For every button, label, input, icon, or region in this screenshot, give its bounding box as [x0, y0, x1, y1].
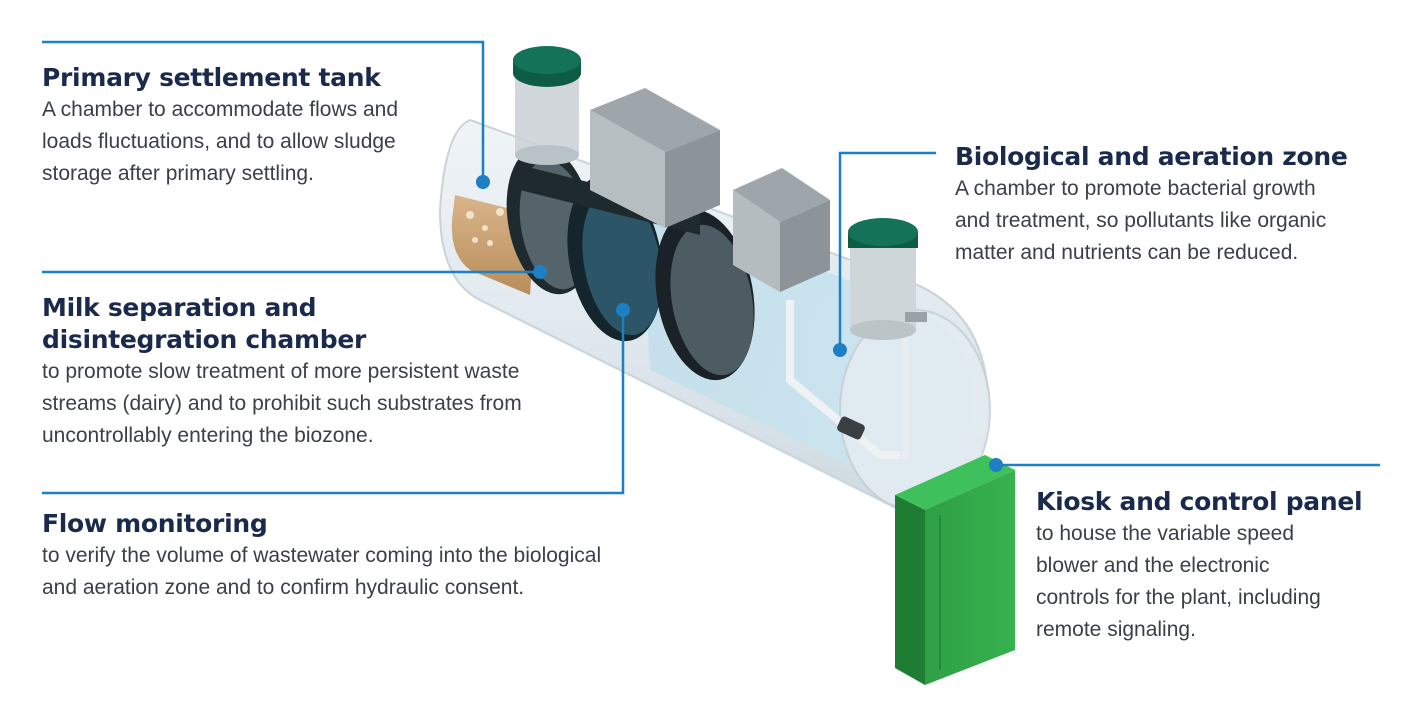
desc-milk-3: uncontrollably entering the biozone.	[42, 424, 374, 447]
desc-kiosk-2: blower and the electronic	[1036, 554, 1270, 577]
desc-kiosk-1: to house the variable speed	[1036, 522, 1295, 545]
title-flow: Flow monitoring	[42, 509, 268, 538]
dot-primary	[476, 175, 490, 189]
baffle-3-inner	[670, 224, 754, 376]
blower-box	[733, 168, 830, 292]
desc-bio-3: matter and nutrients can be reduced.	[955, 241, 1299, 264]
desc-kiosk-3: controls for the plant, including	[1036, 586, 1321, 609]
label-flow-monitoring: Flow monitoring to verify the volume of …	[42, 508, 601, 604]
desc-flow-1: to verify the volume of wastewater comin…	[42, 544, 602, 567]
desc-flow-2: and aeration zone and to confirm hydraul…	[42, 576, 525, 599]
desc-bio-1: A chamber to promote bacterial growth	[955, 177, 1316, 200]
label-milk-separation: Milk separation and disintegration chamb…	[42, 292, 522, 452]
tank	[438, 118, 991, 512]
title-primary: Primary settlement tank	[42, 63, 381, 92]
title-bio: Biological and aeration zone	[955, 142, 1348, 171]
leader-lines	[42, 40, 1380, 495]
aeration-riser	[848, 218, 927, 340]
label-kiosk-control-panel: Kiosk and control panel to house the var…	[1036, 486, 1363, 646]
dot-bio	[833, 343, 847, 357]
desc-milk-2: streams (dairy) and to prohibit such sub…	[42, 392, 522, 415]
leader-flow	[42, 310, 625, 495]
title-milk-1: Milk separation and	[42, 293, 317, 322]
primary-riser	[513, 46, 581, 165]
leader-primary	[42, 40, 485, 182]
dot-milk	[533, 265, 547, 279]
desc-milk-1: to promote slow treatment of more persis…	[42, 360, 520, 383]
aeration-lid	[848, 218, 918, 246]
dot-flow	[616, 303, 630, 317]
kiosk	[895, 455, 1015, 685]
outlet-pipe	[786, 300, 900, 459]
inlet-box	[590, 88, 720, 228]
flow-meter	[837, 416, 865, 440]
desc-primary-1: A chamber to accommodate flows and	[42, 98, 399, 121]
baffle-2-inner	[582, 188, 662, 336]
desc-primary-3: storage after primary settling.	[42, 162, 314, 185]
title-milk-2: disintegration chamber	[42, 325, 367, 354]
label-primary-settlement-tank: Primary settlement tank A chamber to acc…	[42, 62, 398, 190]
desc-kiosk-4: remote signaling.	[1036, 618, 1196, 641]
leader-dots	[476, 175, 1003, 472]
dot-kiosk	[989, 458, 1003, 472]
label-biological-aeration: Biological and aeration zone A chamber t…	[955, 141, 1348, 269]
leader-bio	[838, 151, 936, 350]
title-kiosk: Kiosk and control panel	[1036, 487, 1363, 516]
desc-bio-2: and treatment, so pollutants like organi…	[955, 209, 1327, 232]
desc-primary-2: loads fluctuations, and to allow sludge	[42, 130, 396, 153]
